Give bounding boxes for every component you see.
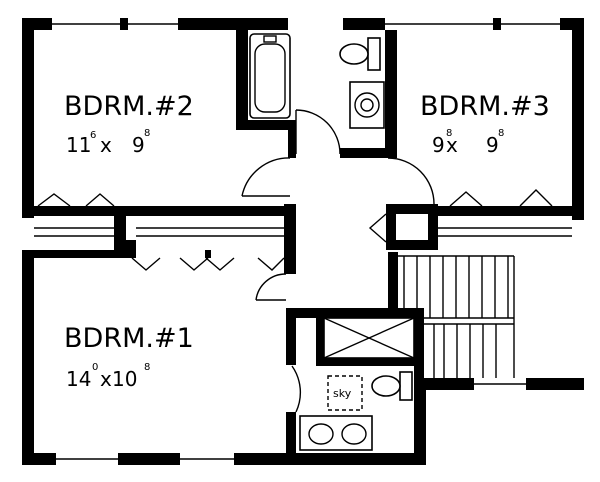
room-length-inches: 8 — [144, 128, 150, 139]
room-name: BDRM.#2 — [64, 91, 194, 122]
lower-bath-fixtures — [299, 317, 424, 453]
room-label-bdrm2: BDRM.#2 11 6 x 9 8 — [64, 91, 194, 157]
room-length: 9 — [132, 133, 145, 157]
room-length: 9 — [486, 133, 499, 157]
bathtub — [249, 33, 291, 119]
dimension-separator: x — [100, 367, 112, 391]
closet-rods — [34, 227, 572, 237]
room-width: 14 — [66, 367, 91, 391]
room-width: 9 — [432, 133, 445, 157]
room-width-inches: 0 — [92, 362, 98, 373]
interior-walls — [34, 30, 572, 465]
bifold-doors — [37, 189, 553, 271]
room-width-inches: 6 — [90, 130, 96, 141]
windows — [52, 23, 560, 460]
room-width-inches: 8 — [446, 128, 452, 139]
room-name: BDRM.#1 — [64, 323, 194, 354]
room-length-inches: 8 — [498, 128, 504, 139]
room-label-bdrm3: BDRM.#3 9 8 x 9 8 — [420, 91, 550, 157]
upper-bath-fixtures — [249, 33, 385, 129]
toilet — [367, 37, 381, 71]
room-width: 11 — [66, 133, 91, 157]
dimension-separator: x — [100, 133, 112, 157]
exterior-walls — [22, 18, 584, 465]
doors — [241, 109, 435, 413]
room-length: 10 — [112, 367, 137, 391]
room-length-inches: 8 — [144, 362, 150, 373]
room-label-bdrm1: BDRM.#1 14 0 x 10 8 — [64, 323, 194, 391]
skylight-label: sky — [333, 387, 352, 400]
skylight-box — [327, 375, 363, 411]
double-vanity — [299, 415, 373, 451]
stair-treads — [403, 256, 509, 378]
room-name: BDRM.#3 — [420, 91, 550, 122]
dimension-separator: x — [446, 133, 458, 157]
